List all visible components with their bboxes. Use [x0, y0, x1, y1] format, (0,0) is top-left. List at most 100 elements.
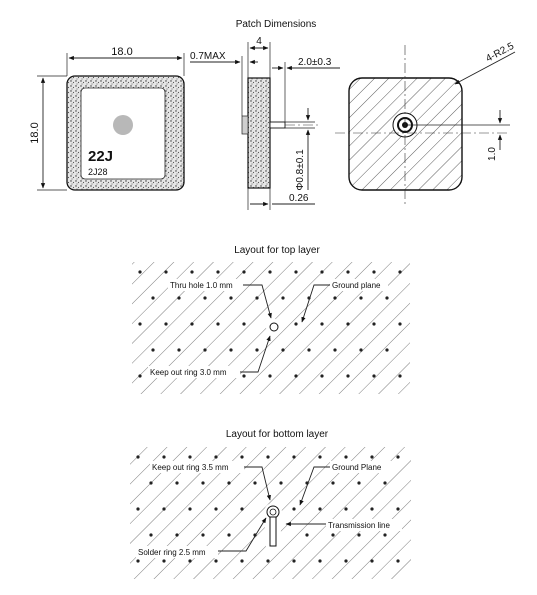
- bottom-layer-board: Keep out ring 3.5 mm Ground Plane Transm…: [130, 447, 411, 579]
- via-dot: [385, 296, 389, 300]
- via-dot: [359, 348, 363, 352]
- via-dot: [214, 455, 218, 459]
- via-dot: [201, 481, 205, 485]
- via-dot: [320, 270, 324, 274]
- via-dot: [294, 270, 298, 274]
- via-dot: [138, 322, 142, 326]
- via-dot: [240, 455, 244, 459]
- via-dot: [398, 270, 402, 274]
- patch-thickness-label: 4: [256, 36, 262, 47]
- via-dot: [203, 348, 207, 352]
- patch-marking-main: 22J: [88, 148, 113, 165]
- via-dot: [320, 374, 324, 378]
- via-dot: [227, 481, 231, 485]
- top-layer-title: Layout for top layer: [234, 245, 320, 256]
- top-thru-hole-label: Thru hole 1.0 mm: [170, 281, 233, 290]
- via-dot: [292, 559, 296, 563]
- via-dot: [372, 374, 376, 378]
- via-dot: [164, 322, 168, 326]
- via-dot: [398, 322, 402, 326]
- patch-front-view: 22J 2J28 18.0 18.0: [29, 46, 185, 191]
- via-dot: [175, 481, 179, 485]
- patch-back-view: 4-R2.5 1.0: [335, 41, 516, 205]
- patch-pin-length-label: 2.0±0.3: [298, 57, 332, 68]
- via-dot: [268, 374, 272, 378]
- patch-radius-label: 4-R2.5: [484, 41, 516, 65]
- top-ground-plane-label: Ground plane: [332, 281, 381, 290]
- via-dot: [331, 481, 335, 485]
- via-dot: [344, 455, 348, 459]
- via-dot: [346, 374, 350, 378]
- via-dot: [201, 533, 205, 537]
- via-dot: [214, 507, 218, 511]
- via-dot: [307, 348, 311, 352]
- top-layer-thru-hole: [269, 322, 279, 332]
- via-dot: [151, 296, 155, 300]
- patch-marking-sub: 2J28: [88, 167, 108, 177]
- via-dot: [151, 348, 155, 352]
- via-dot: [162, 455, 166, 459]
- via-dot: [214, 559, 218, 563]
- via-dot: [294, 322, 298, 326]
- via-dot: [266, 455, 270, 459]
- top-layer-board: Thru hole 1.0 mm Ground plane Keep out r…: [132, 262, 410, 394]
- via-dot: [398, 374, 402, 378]
- via-dot: [162, 507, 166, 511]
- patch-max-label: 0.7MAX: [190, 51, 226, 62]
- via-dot: [203, 296, 207, 300]
- via-dot: [175, 533, 179, 537]
- via-dot: [318, 507, 322, 511]
- via-dot: [240, 507, 244, 511]
- via-dot: [370, 507, 374, 511]
- patch-dimensions-title: Patch Dimensions: [236, 19, 317, 30]
- via-dot: [136, 455, 140, 459]
- via-dot: [242, 270, 246, 274]
- via-dot: [292, 455, 296, 459]
- via-dot: [372, 270, 376, 274]
- via-dot: [136, 507, 140, 511]
- bottom-ground-plane-label: Ground Plane: [332, 463, 382, 472]
- via-dot: [229, 296, 233, 300]
- via-dot: [253, 481, 257, 485]
- bottom-layer-via-dots: [136, 455, 400, 563]
- via-dot: [357, 481, 361, 485]
- via-dot: [383, 481, 387, 485]
- via-dot: [359, 296, 363, 300]
- via-dot: [190, 322, 194, 326]
- via-dot: [396, 507, 400, 511]
- via-dot: [318, 455, 322, 459]
- via-dot: [255, 296, 259, 300]
- via-dot: [255, 348, 259, 352]
- via-dot: [242, 374, 246, 378]
- via-dot: [344, 507, 348, 511]
- via-dot: [216, 270, 220, 274]
- via-dot: [162, 559, 166, 563]
- via-dot: [318, 559, 322, 563]
- bottom-layer-title: Layout for bottom layer: [226, 429, 329, 440]
- patch-pin-offset-label: 0.26: [289, 193, 309, 204]
- via-dot: [396, 455, 400, 459]
- via-dot: [229, 348, 233, 352]
- via-dot: [136, 559, 140, 563]
- via-dot: [357, 533, 361, 537]
- via-dot: [240, 559, 244, 563]
- via-dot: [372, 322, 376, 326]
- via-dot: [370, 559, 374, 563]
- bottom-layer-transmission-line: [269, 516, 277, 547]
- via-dot: [370, 455, 374, 459]
- via-dot: [216, 322, 220, 326]
- via-dot: [331, 533, 335, 537]
- via-dot: [188, 507, 192, 511]
- via-dot: [333, 296, 337, 300]
- via-dot: [188, 559, 192, 563]
- via-dot: [305, 533, 309, 537]
- bottom-solder-label: Solder ring 2.5 mm: [138, 548, 206, 557]
- via-dot: [281, 296, 285, 300]
- via-dot: [385, 348, 389, 352]
- top-keepout-label: Keep out ring 3.0 mm: [150, 368, 227, 377]
- via-dot: [279, 481, 283, 485]
- bottom-keepout-label: Keep out ring 3.5 mm: [152, 463, 229, 472]
- via-dot: [149, 533, 153, 537]
